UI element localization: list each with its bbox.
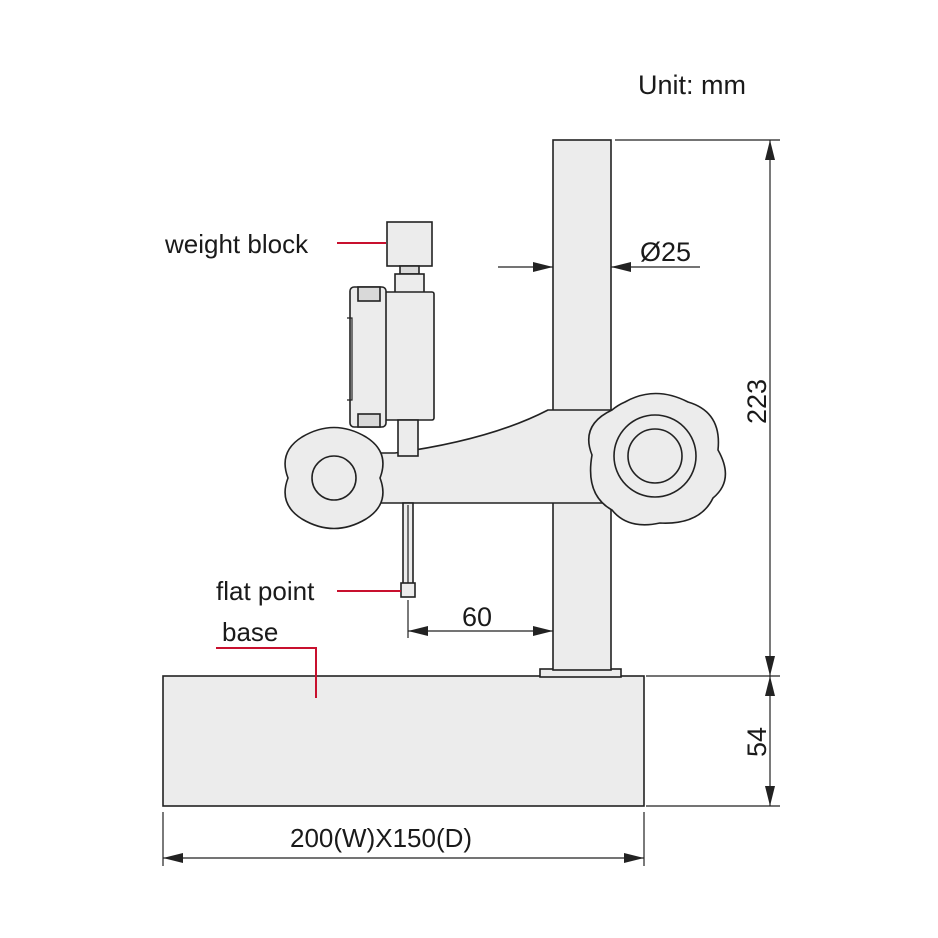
base-height-value: 54 bbox=[742, 727, 772, 757]
gauge-body bbox=[384, 291, 435, 421]
reach-value: 60 bbox=[462, 602, 492, 632]
flat-point-label: flat point bbox=[216, 576, 315, 606]
base-height-dimension: 54 bbox=[646, 675, 780, 807]
column-height-value: 223 bbox=[742, 379, 772, 424]
weight-block-label: weight block bbox=[164, 229, 309, 259]
base-block bbox=[162, 675, 645, 807]
weight-block bbox=[386, 221, 433, 267]
column-height-dimension: 223 bbox=[615, 139, 780, 676]
base-size-value: 200(W)X150(D) bbox=[290, 823, 472, 853]
reach-dimension: 60 bbox=[407, 600, 553, 638]
base-leader bbox=[216, 647, 317, 698]
column-post bbox=[552, 139, 612, 671]
dial-gauge bbox=[347, 221, 435, 598]
right-clamp-knob bbox=[587, 392, 727, 526]
diameter-dimension: Ø25 bbox=[498, 237, 700, 272]
flat-point-tip bbox=[400, 582, 416, 598]
left-clamp-knob bbox=[284, 426, 384, 530]
base-label: base bbox=[222, 617, 278, 647]
diameter-value: Ø25 bbox=[640, 237, 691, 267]
base-size-dimension: 200(W)X150(D) bbox=[162, 812, 645, 866]
gauge-stem bbox=[397, 419, 419, 457]
dial-face bbox=[349, 286, 387, 428]
unit-label: Unit: mm bbox=[638, 70, 746, 100]
